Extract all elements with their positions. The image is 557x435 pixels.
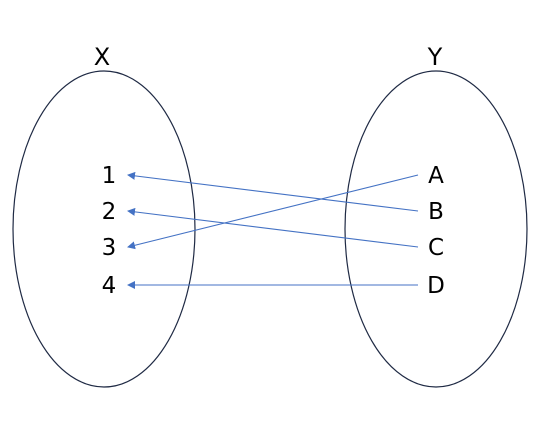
set-y-label: Y — [427, 43, 443, 71]
arrow-a-to-3 — [127, 174, 419, 250]
mapping-arrows — [127, 171, 419, 289]
set-x-ellipse — [12, 70, 196, 388]
codomain-element-c: C — [428, 235, 444, 261]
arrow-b-to-1 — [127, 171, 419, 212]
codomain-element-d: D — [427, 273, 445, 299]
domain-element-1: 1 — [102, 163, 117, 189]
codomain-elements: A B C D — [427, 163, 445, 299]
arrow-c-to-2 — [127, 207, 419, 248]
domain-element-3: 3 — [102, 235, 117, 261]
codomain-element-b: B — [428, 199, 444, 225]
set-x-label: X — [94, 43, 110, 71]
domain-elements: 1 2 3 4 — [102, 163, 117, 299]
domain-element-4: 4 — [102, 273, 117, 299]
domain-element-2: 2 — [102, 199, 117, 225]
set-y-ellipse — [344, 70, 528, 388]
codomain-element-a: A — [428, 163, 444, 189]
